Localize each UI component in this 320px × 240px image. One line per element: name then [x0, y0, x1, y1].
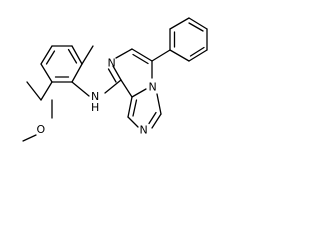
bond-c5-phenyl [151, 49, 171, 62]
bond-c8-n7-inner [107, 68, 117, 83]
bond-c3-n4 [156, 93, 162, 115]
bond-c8a-c1 [127, 96, 133, 118]
bond-ar-3 [26, 81, 42, 101]
bond-ar-7-inner [45, 50, 56, 65]
atom-n-amine: N [91, 90, 99, 103]
atom-h-amine: H [91, 101, 99, 114]
bond-o-methyl [22, 134, 37, 142]
bond-n7-c6 [115, 48, 133, 59]
bond-c8-nh [104, 79, 122, 94]
bond-c8-n7 [112, 65, 122, 81]
bond-c6-c5-inner [132, 53, 149, 65]
structure-canvas: N N N N H O [22, 17, 208, 142]
bond-ar-5 [71, 45, 83, 65]
atom-n-bridge: N [149, 81, 157, 94]
atom-n-imidazole: N [140, 124, 148, 137]
bond-ar-7 [40, 45, 53, 65]
bond-ph-5 [169, 17, 190, 30]
bond-n2-c3-inner [148, 111, 157, 125]
bond-n2-c3 [151, 113, 162, 129]
bond-c1-n2 [127, 116, 139, 128]
bond-c8a-c1-inner [132, 99, 138, 117]
bond-ph-4-inner [188, 22, 204, 32]
bond-c8a-c8 [120, 79, 133, 98]
bond-nh-aryl [71, 81, 90, 97]
bond-ar-4 [71, 63, 83, 83]
bond-ph-2 [188, 49, 208, 62]
molecule-structure: N N N N H O [22, 17, 208, 142]
atom-n-pyrazine: N [108, 57, 116, 70]
bond-ar-8 [40, 63, 53, 83]
bond-methyl [81, 45, 94, 65]
bond-ar-2 [40, 81, 53, 101]
bond-ph-2-inner [189, 46, 205, 57]
bond-ph-4 [188, 17, 208, 30]
atom-o-methoxy: O [37, 123, 46, 136]
bond-n4-c8a [131, 88, 147, 98]
bond-ph-1 [169, 49, 190, 62]
bond-c6-c5 [131, 48, 153, 62]
bond-ar-5-inner [67, 48, 78, 64]
